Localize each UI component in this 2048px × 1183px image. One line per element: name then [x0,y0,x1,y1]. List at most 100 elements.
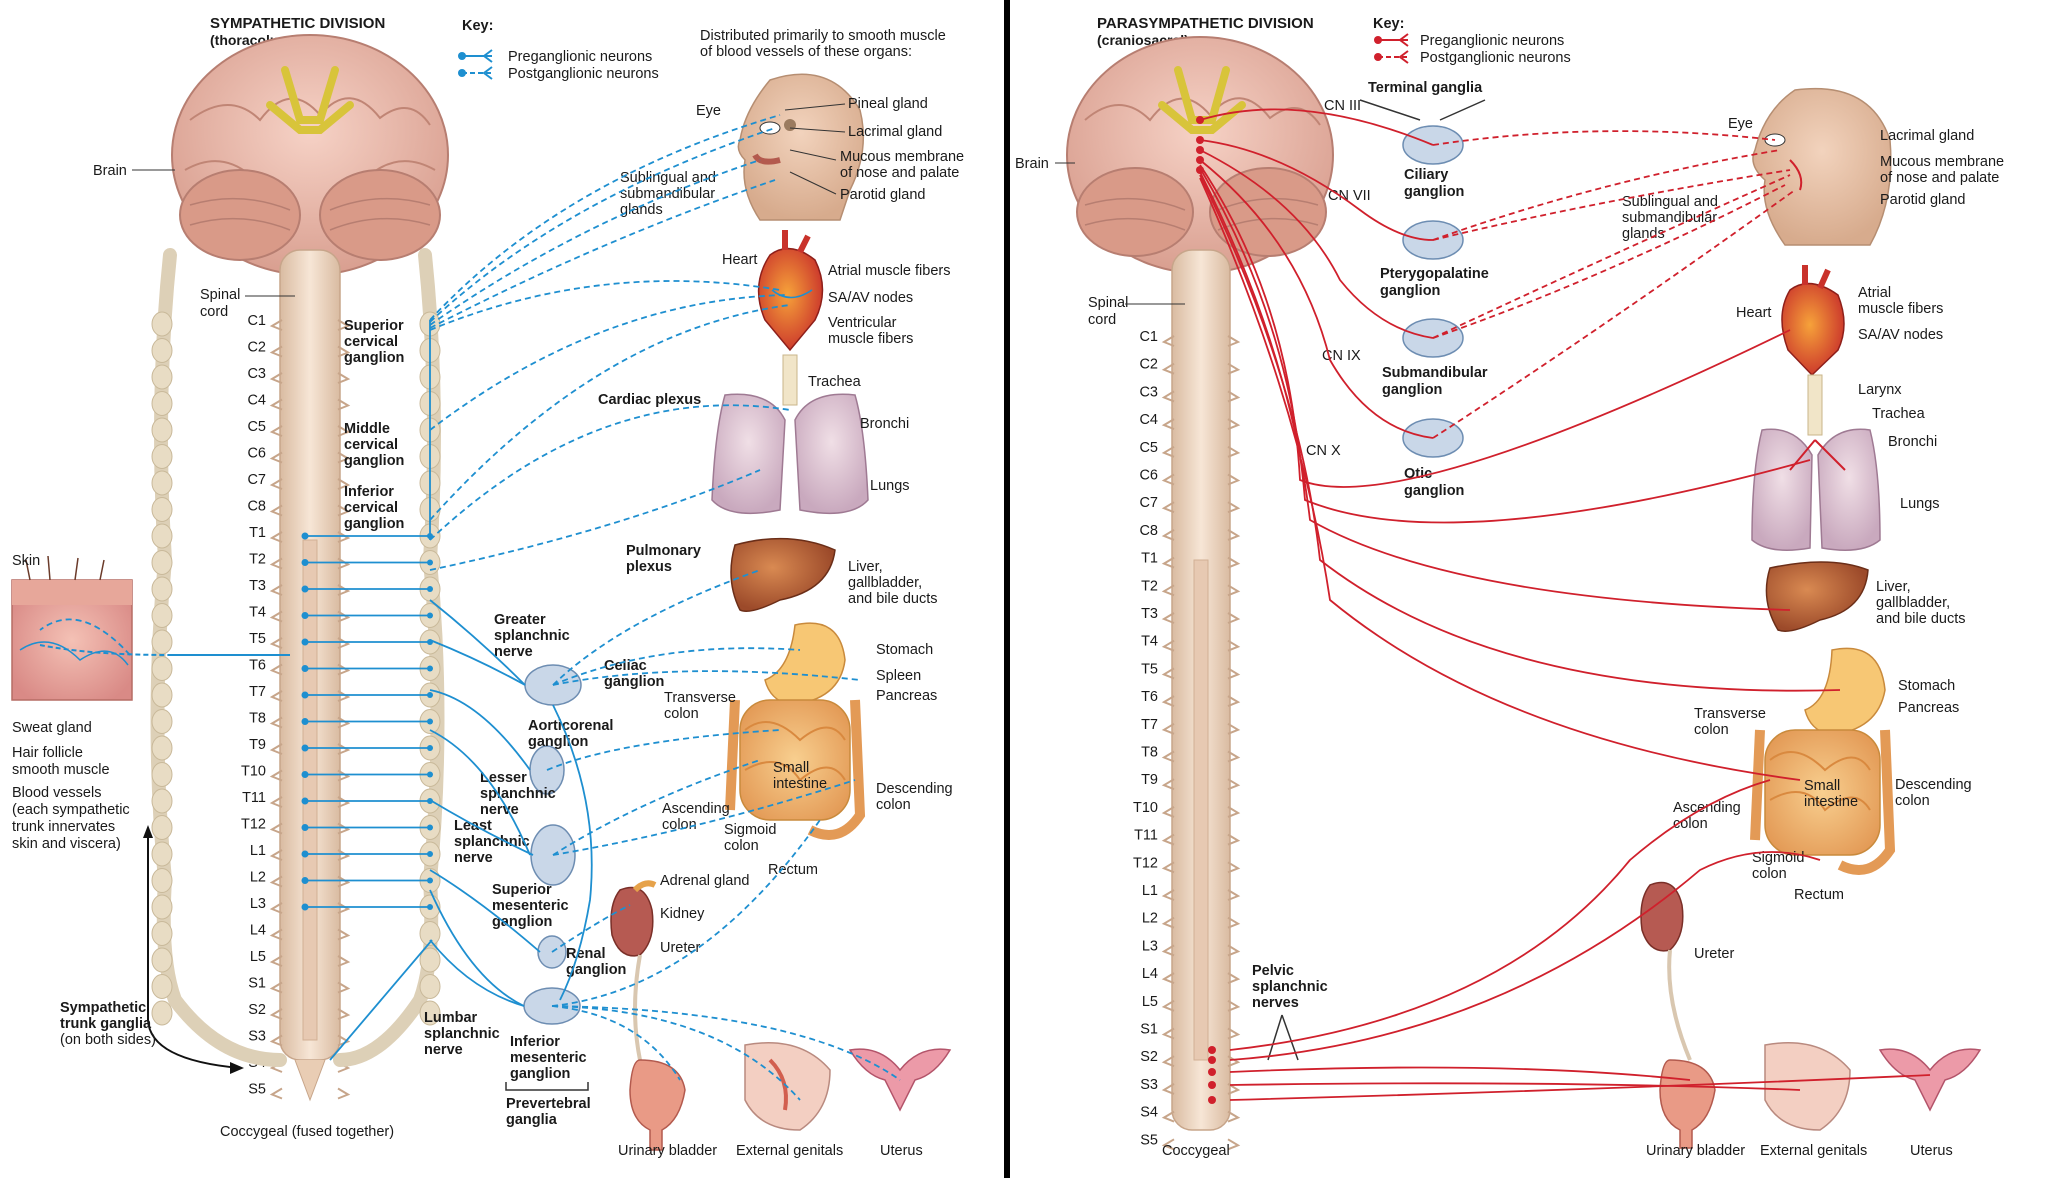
sym-segment-label-C7: C7 [247,472,266,488]
para-vertebra-ridge [1161,695,1241,708]
sym-segment-label-T8: T8 [249,711,266,727]
sym-vertebra-ridge [269,663,351,676]
left-trunk-ganglion [151,417,173,443]
svg-text:Sigmoid: Sigmoid [724,822,776,838]
ventricular-fibers-label-1: Ventricular [828,315,897,331]
svg-text:Transverse: Transverse [664,690,736,706]
sympathetic-external-genitals-label: External genitals [736,1143,843,1159]
svg-text:mesenteric: mesenteric [492,898,569,914]
sym-segment-label-L5: L5 [250,949,266,965]
parasympathetic-genitals-illustration [1764,1042,1851,1131]
sym-vertebra-ridge [269,1087,351,1100]
para-ureter-label: Ureter [1694,946,1734,962]
parasympathetic-bladder-illustration [1659,1059,1716,1149]
key-preganglionic-swatch [458,49,493,63]
para-uterus-label: Uterus [1910,1143,1953,1159]
sympathetic-bladder-illustration [629,1059,686,1151]
left-trunk-ganglion [151,364,173,390]
left-trunk-ganglion [151,947,173,973]
left-trunk-ganglion [151,311,173,337]
submandibular-ganglion-label: Submandibular ganglion [1382,365,1488,398]
left-trunk-ganglion [151,629,173,655]
sym-vertebra-ridge [269,769,351,782]
svg-text:splanchnic: splanchnic [454,834,530,850]
para-vertebra-ridge [1161,445,1241,458]
svg-text:Inferior: Inferior [510,1034,560,1050]
para-segment-label-T10: T10 [1133,800,1158,816]
sa-av-nodes-label: SA/AV nodes [828,290,913,306]
sym-synapse-dot [427,745,433,751]
para-bladder-label: Urinary bladder [1646,1143,1745,1159]
sym-segment-label-T10: T10 [241,764,266,780]
larynx-label: Larynx [1858,382,1902,398]
para-mucous-label-1: Mucous membrane [1880,154,2004,170]
sympathetic-ureter-label: Ureter [660,940,700,956]
para-vertebra-ridge [1161,1055,1241,1068]
svg-text:ganglion: ganglion [344,350,404,366]
sympathetic-title: SYMPATHETIC DIVISION [210,15,385,32]
svg-text:Lumbar: Lumbar [424,1010,478,1026]
para-atrial-label-2: muscle fibers [1858,301,1943,317]
svg-text:cervical: cervical [344,334,398,350]
sym-segment-label-T2: T2 [249,552,266,568]
key-para-preganglionic-swatch [1374,33,1409,47]
para-vertebra-ridge [1161,667,1241,680]
svg-text:colon: colon [876,797,911,813]
para-atrial-label-1: Atrial [1858,285,1891,301]
sym-preganglionic-origin [301,638,309,646]
svg-text:Inferior: Inferior [344,484,394,500]
svg-text:nerve: nerve [480,802,519,818]
svg-text:Pterygopalatine: Pterygopalatine [1380,266,1489,282]
para-segment-label-L4: L4 [1142,966,1158,982]
inferior-cervical-ganglion-label: Inferior cervical ganglion [344,484,404,532]
sym-segment-label-C2: C2 [247,340,266,356]
cn-ix-label: CN IX [1322,348,1361,364]
left-trunk-ganglion [151,921,173,946]
para-pancreas-label: Pancreas [1898,700,1959,716]
sym-synapse-dot [427,771,433,778]
svg-text:colon: colon [724,838,759,854]
para-ascending-colon-label: Ascending colon [1673,800,1741,832]
para-sublingual-label: Sublingual and submandibular glands [1622,194,1718,242]
svg-text:Middle: Middle [344,421,390,437]
para-vertebra-ridge [1161,806,1241,818]
para-vertebra-ridge [1161,473,1241,486]
sym-preganglionic-origin [301,691,309,699]
svg-text:and bile ducts: and bile ducts [1876,611,1965,627]
para-segment-label-S3: S3 [1140,1077,1158,1093]
sym-segment-label-T6: T6 [249,658,266,674]
key-postganglionic-label: Postganglionic neurons [508,66,659,82]
sym-vertebra-ridge [269,451,351,464]
svg-text:ganglion: ganglion [510,1066,570,1082]
svg-text:Pulmonary: Pulmonary [626,543,701,559]
left-trunk-ganglion [151,1000,173,1026]
para-segment-label-C3: C3 [1139,384,1158,400]
sympathetic-eye-label: Eye [696,103,721,119]
trunk-ganglia-label-2: trunk ganglia [60,1016,152,1032]
svg-text:nerve: nerve [494,644,533,660]
para-segment-label-T11: T11 [1134,828,1158,844]
sympathetic-pancreas-label: Pancreas [876,688,937,704]
sym-synapse-dot [427,692,433,698]
key-preganglionic-label: Preganglionic neurons [508,49,652,65]
svg-text:Descending: Descending [876,781,953,797]
prevertebral-ganglia-label: Prevertebral ganglia [506,1096,591,1128]
cranial-nucleus-dot [1196,146,1204,154]
svg-text:nerve: nerve [454,850,493,866]
svg-text:of nose and palate: of nose and palate [840,165,959,181]
left-trunk-ganglion [151,523,173,549]
svg-text:Pelvic: Pelvic [1252,963,1294,979]
para-segment-label-T8: T8 [1141,745,1158,761]
sym-segment-label-T11: T11 [242,790,266,806]
svg-text:Greater: Greater [494,612,546,628]
sym-vertebra-ridge [269,557,351,570]
greater-splanchnic-label: Greater splanchnic nerve [494,612,570,660]
svg-text:ganglion: ganglion [1404,483,1464,499]
left-trunk-ganglion [151,656,173,681]
para-segment-label-T2: T2 [1141,578,1158,594]
para-segment-label-T9: T9 [1141,772,1158,788]
svg-text:colon: colon [1752,866,1787,882]
para-vertebra-ridge [1161,1027,1241,1040]
lacrimal-gland-label: Lacrimal gland [848,124,942,140]
sym-preganglionic-origin [301,797,309,805]
